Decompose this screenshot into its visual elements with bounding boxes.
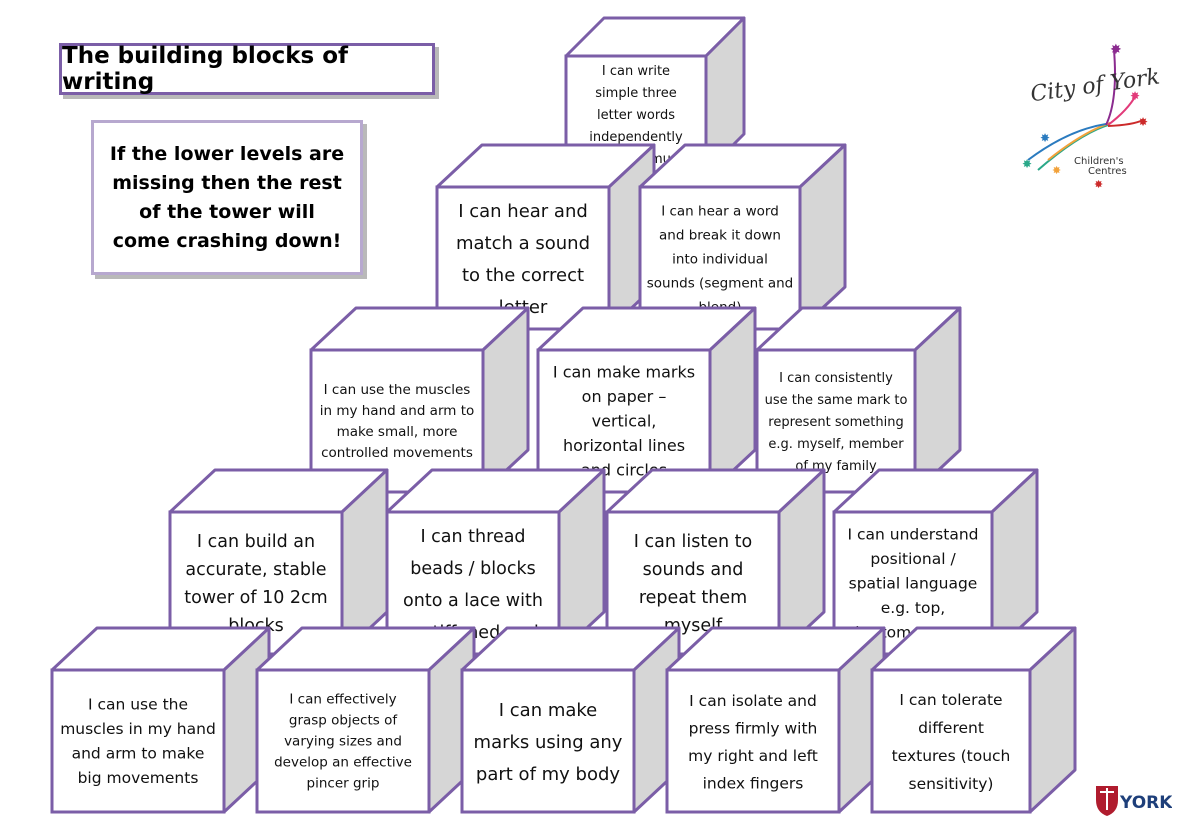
york-council-logo: YORK <box>1096 786 1172 816</box>
svg-text:✸: ✸ <box>1110 42 1122 58</box>
block-front-face <box>536 348 712 494</box>
svg-text:✸: ✸ <box>1094 178 1103 190</box>
york-council-crest-icon <box>1096 786 1118 816</box>
svg-text:✸: ✸ <box>1022 157 1032 171</box>
logo-centres-text: Centres <box>1088 166 1127 177</box>
york-council-text: YORK <box>1119 793 1172 813</box>
block-front-face <box>255 668 431 814</box>
block-front-face <box>50 668 226 814</box>
block-front-face <box>755 348 917 494</box>
block-front-face <box>460 668 636 814</box>
block-front-face <box>638 185 802 331</box>
warning-note: If the lower levels are missing then the… <box>91 120 363 275</box>
svg-text:✸: ✸ <box>1138 115 1148 129</box>
svg-text:✸: ✸ <box>1052 164 1061 177</box>
logo-childrens-text: Children's <box>1074 156 1124 167</box>
logo-city-text: City of York <box>1029 64 1161 107</box>
city-of-york-childrens-centres-logo: ✸ ✸ ✸ ✸ ✸ ✸ ✸ City of York Children's Ce… <box>1022 42 1161 190</box>
block-front-face <box>309 348 485 494</box>
fireworks-stars-icon: ✸ ✸ ✸ ✸ ✸ ✸ ✸ <box>1022 42 1148 190</box>
block-front-face <box>665 668 841 814</box>
svg-text:✸: ✸ <box>1130 89 1140 103</box>
block-front-face <box>870 668 1032 814</box>
block-front-face <box>435 185 611 331</box>
page-title: The building blocks of writing <box>59 43 435 95</box>
svg-text:✸: ✸ <box>1040 131 1050 145</box>
